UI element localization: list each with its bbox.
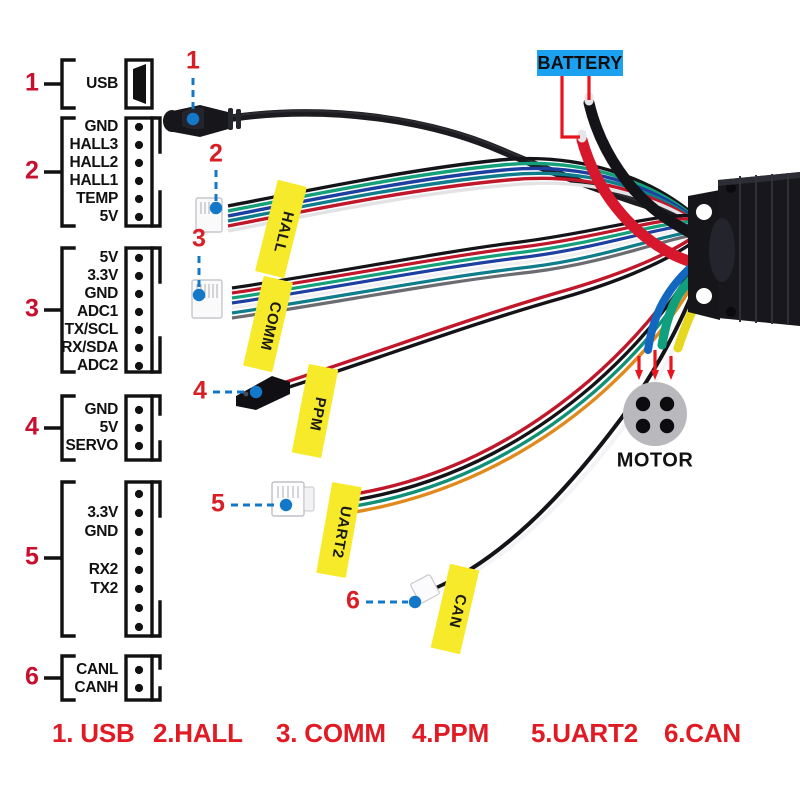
pin-label-hall-4: HALL1 [70, 172, 119, 189]
group-number-4: 4 [25, 413, 39, 441]
legend-item-1: 1. USB [52, 718, 135, 748]
tag-ppm-text: PPM [306, 396, 329, 433]
legend-item-6: 6.CAN [664, 718, 741, 748]
callout-number-6: 6 [346, 587, 360, 615]
pin-group-comm[interactable]: 3 5V 3.3V GND ADC1 TX/SCL RX/SDA ADC2 [25, 246, 162, 374]
pin-label-ppm-1: GND [84, 401, 118, 418]
pin-label-hall-3: HALL2 [70, 154, 118, 171]
callout-2[interactable]: 2 [209, 140, 223, 215]
pin-label-comm-3: GND [84, 285, 118, 302]
callout-dot-3 [192, 288, 206, 302]
pin-label-can-1: CANL [76, 661, 118, 678]
callout-number-4: 4 [193, 377, 207, 405]
callout-dot-4 [249, 385, 263, 399]
motor-connector-icon [623, 382, 687, 446]
tag-comm: COMM [243, 276, 293, 372]
legend-item-2: 2.HALL [153, 718, 243, 748]
pin-group-uart2[interactable]: 5 3.3V GND RX2 TX2 [25, 480, 162, 638]
legend-row: 1. USB 2.HALL 3. COMM 4.PPM 5.UART2 6.CA… [52, 718, 741, 748]
callout-dot-2 [209, 201, 223, 215]
callout-6[interactable]: 6 [346, 587, 422, 615]
tag-can: CAN [430, 563, 480, 655]
group-number-5: 5 [25, 543, 39, 571]
pin-label-uart2-3: GND [84, 523, 118, 540]
group-number-3: 3 [25, 295, 39, 323]
pin-label-ppm-2: 5V [100, 419, 119, 436]
pin-group-hall[interactable]: 2 GND HALL3 HALL2 HALL1 TEMP 5V [25, 116, 162, 228]
pin-label-hall-5: TEMP [76, 190, 118, 207]
pin-group-ppm[interactable]: 4 GND 5V SERVO [25, 394, 162, 462]
group-number-6: 6 [25, 663, 39, 691]
esc-controller-body [688, 172, 800, 326]
motor-arrows [635, 350, 675, 380]
legend-item-5: 5.UART2 [531, 718, 638, 748]
pin-label-comm-1: 5V [100, 249, 119, 266]
callout-number-2: 2 [209, 140, 223, 168]
battery-label-bg [537, 50, 623, 76]
pin-label-comm-7: ADC2 [77, 357, 118, 374]
pin-label-ppm-3: SERVO [66, 437, 119, 454]
callout-1[interactable]: 1 [186, 47, 200, 126]
callout-number-1: 1 [186, 47, 200, 75]
callout-dot-6 [408, 595, 422, 609]
pin-label-hall-1: GND [84, 118, 118, 135]
legend-item-4: 4.PPM [412, 718, 489, 748]
pin-label-comm-5: TX/SCL [65, 321, 118, 338]
pin-label-uart2-5: RX2 [89, 561, 118, 578]
usb-cable [228, 109, 694, 222]
can-jst-housing [410, 574, 440, 604]
pin-label-uart2-6: TX2 [90, 580, 118, 597]
callout-dot-1 [186, 112, 200, 126]
pin-label-usb: USB [86, 75, 118, 92]
pin-label-hall-6: 5V [100, 208, 119, 225]
callout-number-5: 5 [211, 490, 225, 518]
callout-3[interactable]: 3 [192, 225, 206, 302]
uart2-jst-housing [271, 481, 315, 517]
callout-number-3: 3 [192, 225, 206, 253]
usb-port-icon [124, 58, 154, 110]
tag-hall: HALL [255, 179, 307, 279]
group-number-2: 2 [25, 157, 39, 185]
motor-indicator: MOTOR [617, 350, 694, 471]
pin-label-comm-2: 3.3V [87, 267, 119, 284]
pin-label-can-2: CANH [74, 679, 118, 696]
callout-4[interactable]: 4 [193, 377, 263, 405]
pin-group-can[interactable]: 6 CANL CANH [25, 654, 162, 702]
battery-label: BATTERY [537, 50, 623, 139]
pin-group-usb[interactable]: 1 USB [25, 58, 154, 110]
pin-label-uart2-2: 3.3V [87, 504, 119, 521]
callout-5[interactable]: 5 [211, 490, 293, 518]
tag-ppm: PPM [291, 364, 339, 458]
pin-label-comm-4: ADC1 [77, 303, 119, 320]
legend-item-3: 3. COMM [276, 718, 386, 748]
battery-pos-pointer [560, 76, 580, 139]
pin-label-hall-2: HALL3 [70, 136, 119, 153]
callout-dot-5 [279, 498, 293, 512]
motor-label-text: MOTOR [617, 449, 694, 471]
pin-label-comm-6: RX/SDA [61, 339, 118, 356]
group-number-1: 1 [25, 69, 39, 97]
battery-label-text: BATTERY [537, 53, 622, 73]
tag-uart2: UART2 [316, 482, 362, 578]
